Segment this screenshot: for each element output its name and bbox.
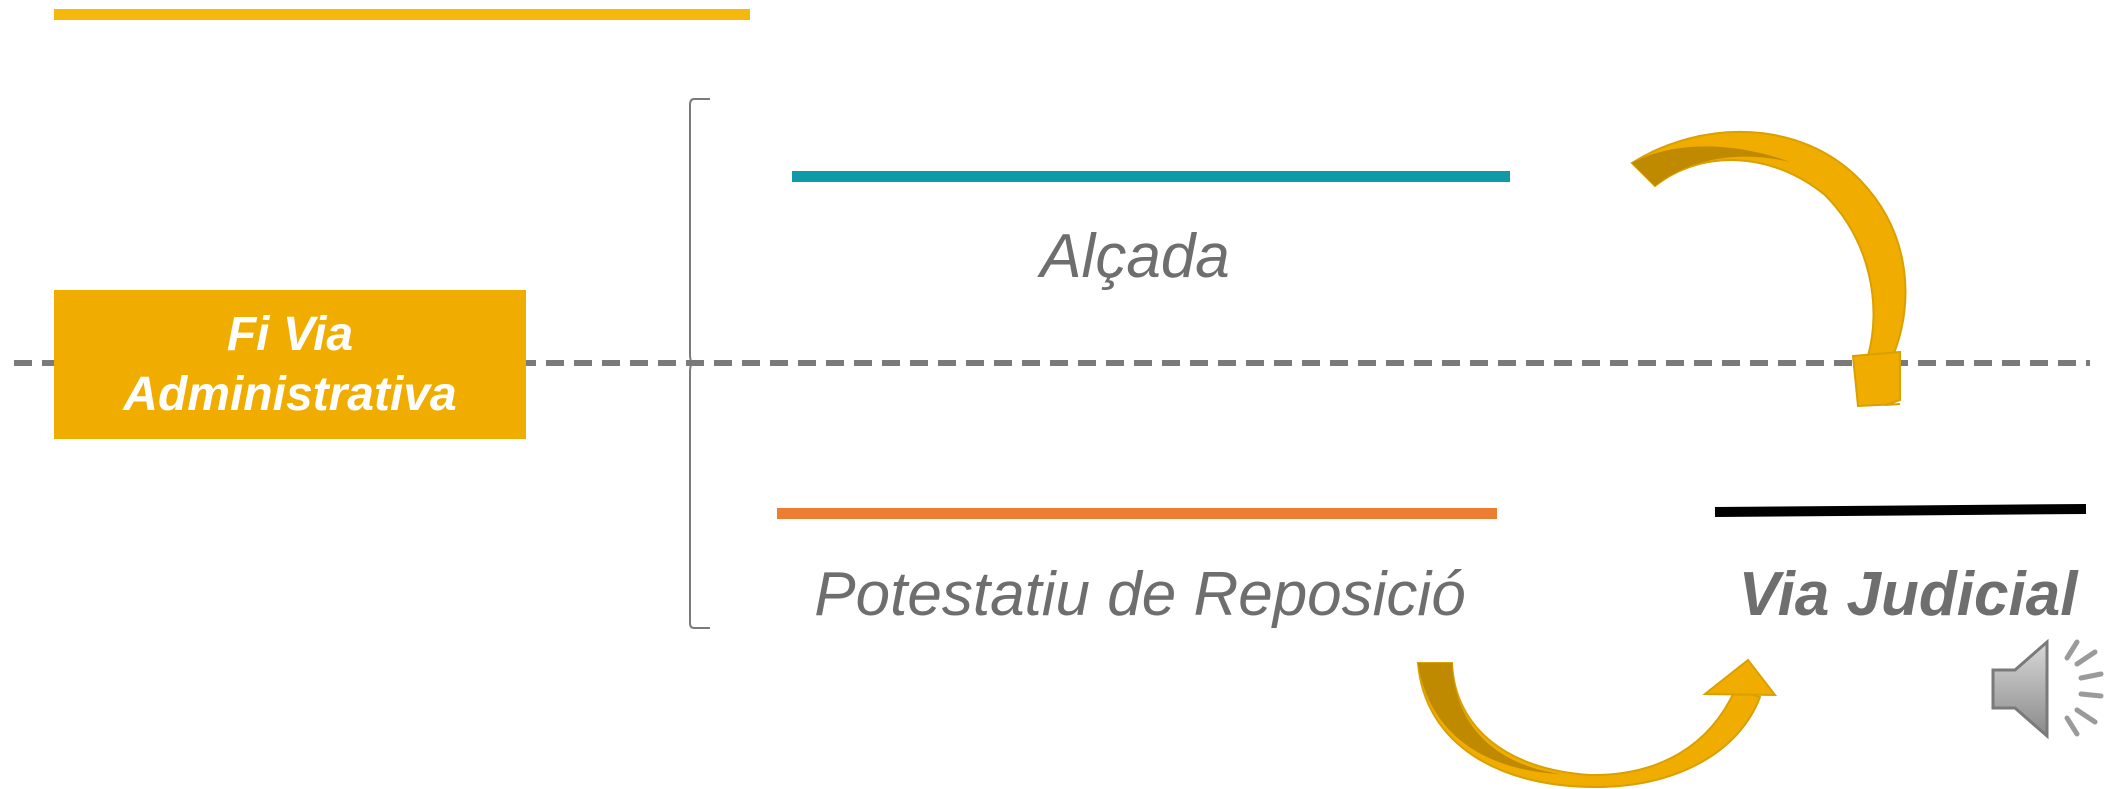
- alcada-label: Alçada: [1040, 222, 1230, 291]
- fi-box-line2: Administrativa: [123, 367, 457, 421]
- top-accent-bar: [54, 9, 750, 20]
- via-judicial-label: Via Judicial: [1738, 560, 2078, 629]
- bottom-curved-arrow-icon: [1416, 658, 1778, 789]
- fi-via-administrativa-box: Fi Via Administrativa: [54, 290, 526, 439]
- alcada-bar: [792, 171, 1510, 182]
- speaker-icon[interactable]: [1985, 630, 2105, 748]
- top-curved-arrow-icon: [1630, 130, 1907, 408]
- left-bracket: [689, 98, 710, 629]
- via-judicial-bar: [1714, 504, 2087, 517]
- fi-box-line1: Fi Via: [226, 307, 354, 361]
- potestatiu-label: Potestatiu de Reposició: [814, 560, 1466, 629]
- potestatiu-bar: [777, 508, 1497, 519]
